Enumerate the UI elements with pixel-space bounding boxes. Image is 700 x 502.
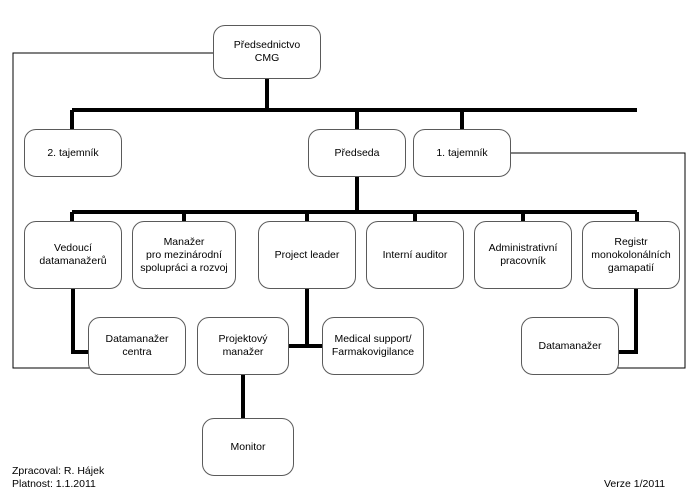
- connector-thin-2: [511, 152, 686, 369]
- connector-thick-14: [71, 289, 90, 354]
- node-label-monitor: Monitor: [230, 440, 266, 453]
- node-label-presidium: Předsednictvo CMG: [233, 39, 301, 64]
- node-label-auditor: Interní auditor: [382, 248, 448, 261]
- node-tajemnik1[interactable]: 1. tajemník: [413, 129, 511, 177]
- node-monitor[interactable]: Monitor: [202, 418, 294, 476]
- node-proj-leader[interactable]: Project leader: [258, 221, 356, 289]
- node-datamanazer[interactable]: Datamanažer: [521, 317, 619, 375]
- node-dm-centra[interactable]: Datamanažer centra: [88, 317, 186, 375]
- node-admin[interactable]: Administrativní pracovník: [474, 221, 572, 289]
- node-label-vedouci-dm: Vedoucí datamanažerů: [39, 242, 107, 267]
- node-label-predseda: Předseda: [334, 146, 380, 159]
- node-label-medical: Medical support/ Farmakovigilance: [331, 333, 415, 358]
- node-proj-manazer[interactable]: Projektový manažer: [197, 317, 289, 375]
- node-label-tajemnik1: 1. tajemník: [436, 146, 488, 159]
- node-label-proj-manazer: Projektový manažer: [218, 333, 268, 358]
- node-presidium[interactable]: Předsednictvo CMG: [213, 25, 321, 79]
- footer-author-validity: Zpracoval: R. Hájek Platnost: 1.1.2011: [12, 465, 105, 490]
- footer-version: Verze 1/2011: [604, 478, 666, 490]
- connector-thin-1: [12, 52, 213, 369]
- node-manazer-int[interactable]: Manažer pro mezinárodní spolupráci a roz…: [132, 221, 236, 289]
- node-label-registr: Registr monokolonálních gamapatií: [591, 235, 671, 274]
- node-label-admin: Administrativní pracovník: [488, 242, 558, 267]
- node-auditor[interactable]: Interní auditor: [366, 221, 464, 289]
- node-vedouci-dm[interactable]: Vedoucí datamanažerů: [24, 221, 122, 289]
- node-registr[interactable]: Registr monokolonálních gamapatií: [582, 221, 680, 289]
- node-label-dm-centra: Datamanažer centra: [105, 333, 169, 358]
- node-label-manazer-int: Manažer pro mezinárodní spolupráci a roz…: [140, 235, 228, 274]
- connector-thick-18: [617, 289, 638, 354]
- node-predseda[interactable]: Předseda: [308, 129, 406, 177]
- node-tajemnik2[interactable]: 2. tajemník: [24, 129, 122, 177]
- node-label-datamanazer: Datamanažer: [538, 339, 602, 352]
- node-label-proj-leader: Project leader: [274, 248, 340, 261]
- node-label-tajemnik2: 2. tajemník: [47, 146, 99, 159]
- node-medical[interactable]: Medical support/ Farmakovigilance: [322, 317, 424, 375]
